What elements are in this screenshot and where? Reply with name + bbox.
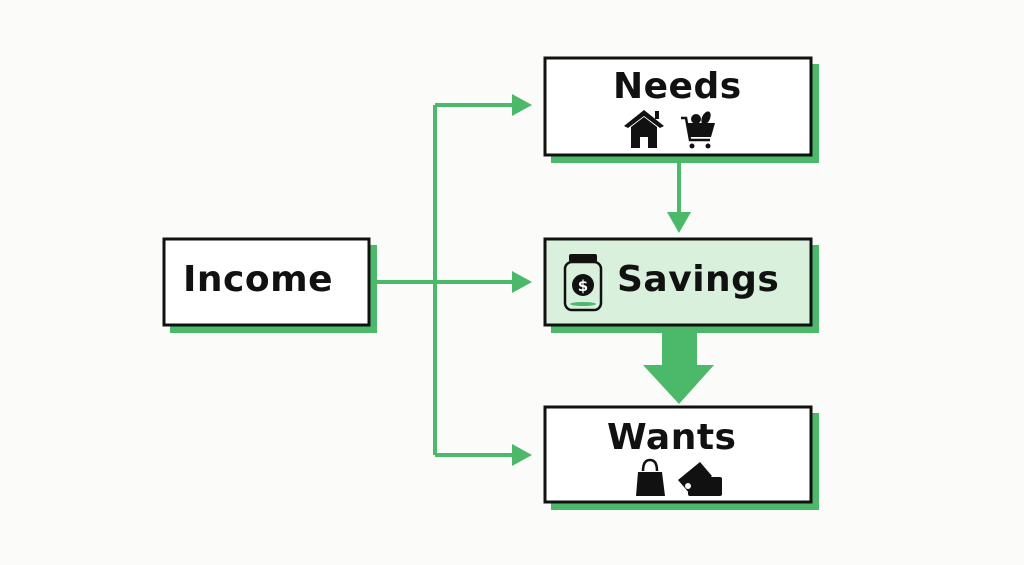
income-box	[162, 237, 371, 327]
income-connectors	[377, 103, 681, 457]
money-jar-icon: $	[563, 254, 603, 312]
arrow-to-savings	[512, 271, 532, 293]
income-label: Income	[183, 259, 334, 300]
arrow-to-wants	[512, 444, 532, 466]
savings-label: Savings	[617, 259, 780, 300]
wants-label: Wants	[607, 417, 737, 458]
house-icon	[624, 110, 664, 148]
thick-arrow-savings-to-wants	[643, 333, 714, 404]
wants-box	[543, 405, 813, 504]
shopping-cart-icon	[681, 111, 715, 149]
tickets-icon	[678, 462, 722, 496]
shopping-bag-icon	[636, 458, 665, 496]
arrow-to-needs	[512, 94, 532, 116]
needs-box	[543, 56, 813, 157]
needs-label: Needs	[613, 66, 742, 107]
arrow-needs-to-savings	[667, 212, 691, 233]
svg-text:$: $	[578, 277, 588, 295]
